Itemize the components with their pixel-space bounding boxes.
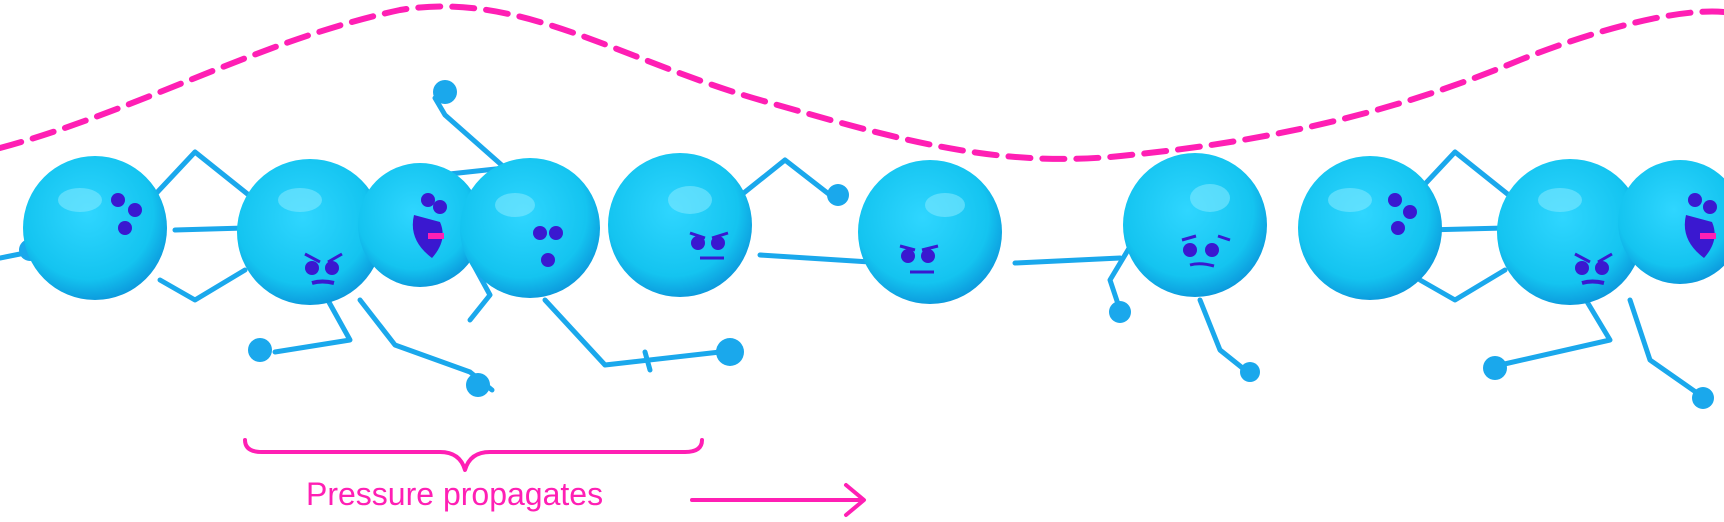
particle-7 <box>1123 153 1267 297</box>
particle-1 <box>23 156 167 300</box>
particle-9 <box>1497 159 1643 305</box>
right-arrow-icon <box>690 483 866 517</box>
particle-10 <box>1618 160 1724 284</box>
particle-5 <box>608 153 752 297</box>
particle-4 <box>460 158 600 298</box>
particle-limbs <box>0 95 1703 398</box>
particle-hands <box>19 80 1714 409</box>
particle-6 <box>858 160 1002 304</box>
pressure-wave <box>0 3 1724 162</box>
particle-3 <box>358 163 482 287</box>
particle-2 <box>237 159 383 305</box>
curly-brace <box>243 438 704 472</box>
particles <box>23 153 1724 305</box>
particle-8 <box>1298 156 1442 300</box>
caption: Pressure propagates <box>306 476 604 512</box>
